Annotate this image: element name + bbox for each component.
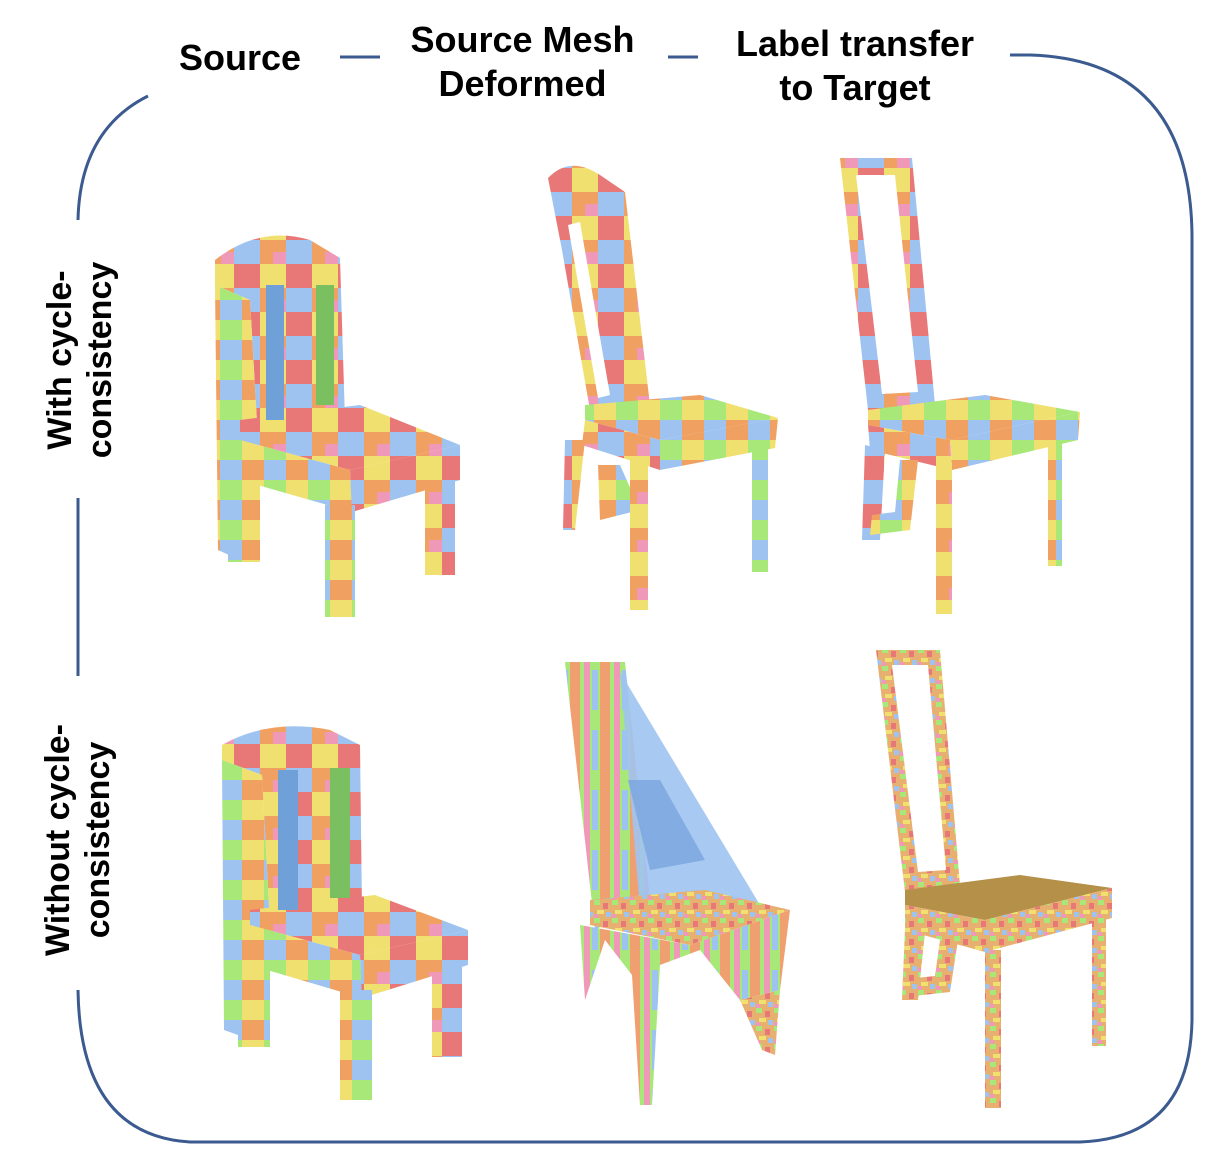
chair-source-with [215, 235, 460, 617]
column-header-line2: to Target [779, 67, 931, 108]
column-header-line1: Source [178, 37, 302, 78]
column-header-transfer: Label transfer to Target [715, 22, 995, 110]
chair-deformed-with [548, 165, 778, 610]
chair-deformed-without [565, 662, 790, 1105]
chair-source-without [222, 726, 468, 1100]
column-header-line1: Label transfer [735, 23, 975, 64]
frame-border [76, 53, 1194, 1144]
column-header-line1: Source Mesh [410, 19, 635, 60]
column-header-deformed: Source Mesh Deformed [395, 18, 650, 106]
chair-transfer-with [840, 158, 1080, 614]
chair-transfer-without [876, 650, 1112, 1108]
column-header-line2: Deformed [438, 63, 607, 104]
column-header-source: Source [150, 36, 330, 80]
